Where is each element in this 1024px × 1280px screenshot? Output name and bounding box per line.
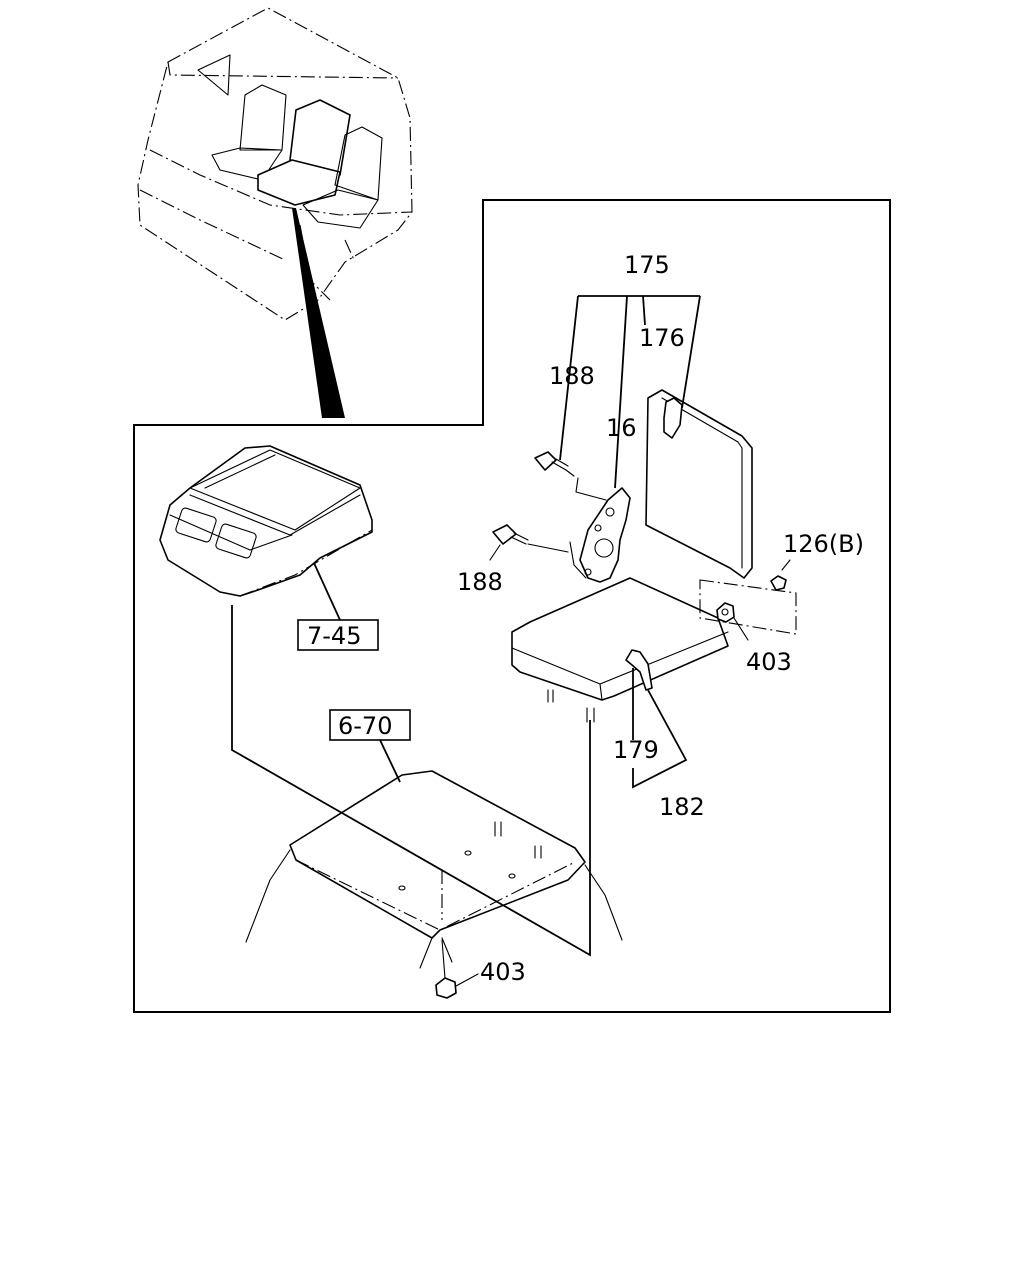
bolt-icon <box>492 524 529 545</box>
callout-176[interactable]: 176 <box>639 324 685 352</box>
nut-icon <box>435 977 457 999</box>
leader-lines <box>231 295 797 987</box>
detail-frame <box>133 199 891 1013</box>
ref-box-7-45 <box>297 619 379 651</box>
hinge-bracket-icon <box>579 487 631 583</box>
callout-403-right[interactable]: 403 <box>746 648 792 676</box>
nut-icon <box>716 602 735 623</box>
callout-403-bottom[interactable]: 403 <box>480 958 526 986</box>
nut-icon <box>770 575 787 591</box>
callout-179[interactable]: 179 <box>613 736 659 764</box>
seat-back-icon <box>645 389 753 579</box>
ref-7-45[interactable]: 7-45 <box>307 622 361 650</box>
callout-126b[interactable]: 126(B) <box>783 530 864 558</box>
seat-cushion-icon <box>511 577 729 723</box>
ref-box-6-70 <box>329 709 411 741</box>
detail-pointer <box>292 208 345 418</box>
callout-188-left[interactable]: 188 <box>457 568 503 596</box>
callout-182[interactable]: 182 <box>659 793 705 821</box>
bolt-icon <box>534 451 569 471</box>
callout-16[interactable]: 16 <box>606 414 637 442</box>
callout-175[interactable]: 175 <box>624 251 670 279</box>
callout-188-top[interactable]: 188 <box>549 362 595 390</box>
ref-6-70[interactable]: 6-70 <box>338 712 392 740</box>
cab-interior-overview-icon <box>137 7 413 321</box>
console-box-icon <box>159 445 373 597</box>
floor-bracket-icon <box>245 770 623 969</box>
